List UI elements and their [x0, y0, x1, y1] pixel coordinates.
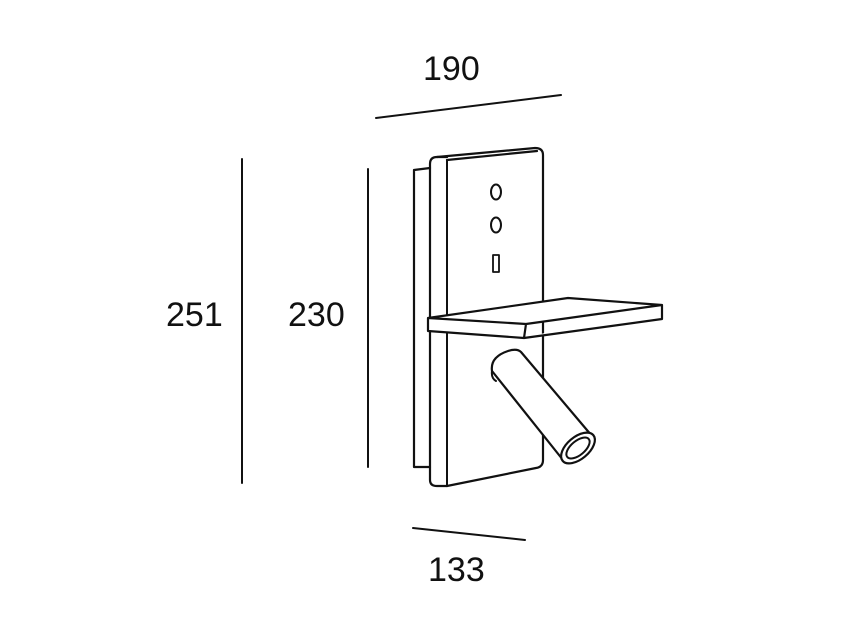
- dim-line-190: [375, 94, 562, 119]
- dimension-label-total-height: 251: [166, 296, 223, 334]
- dimension-label-bottom-width: 133: [428, 551, 485, 589]
- button-lower-icon: [490, 216, 502, 234]
- dim-line-133: [412, 527, 526, 541]
- back-mounting-plate: [412, 166, 432, 469]
- shelf: [426, 296, 664, 340]
- button-upper-icon: [490, 183, 502, 201]
- dimension-label-top-width: 190: [423, 50, 480, 88]
- usb-port-icon: [492, 254, 500, 273]
- dimension-label-plate-height: 230: [288, 296, 345, 334]
- reading-spotlight: [490, 348, 596, 465]
